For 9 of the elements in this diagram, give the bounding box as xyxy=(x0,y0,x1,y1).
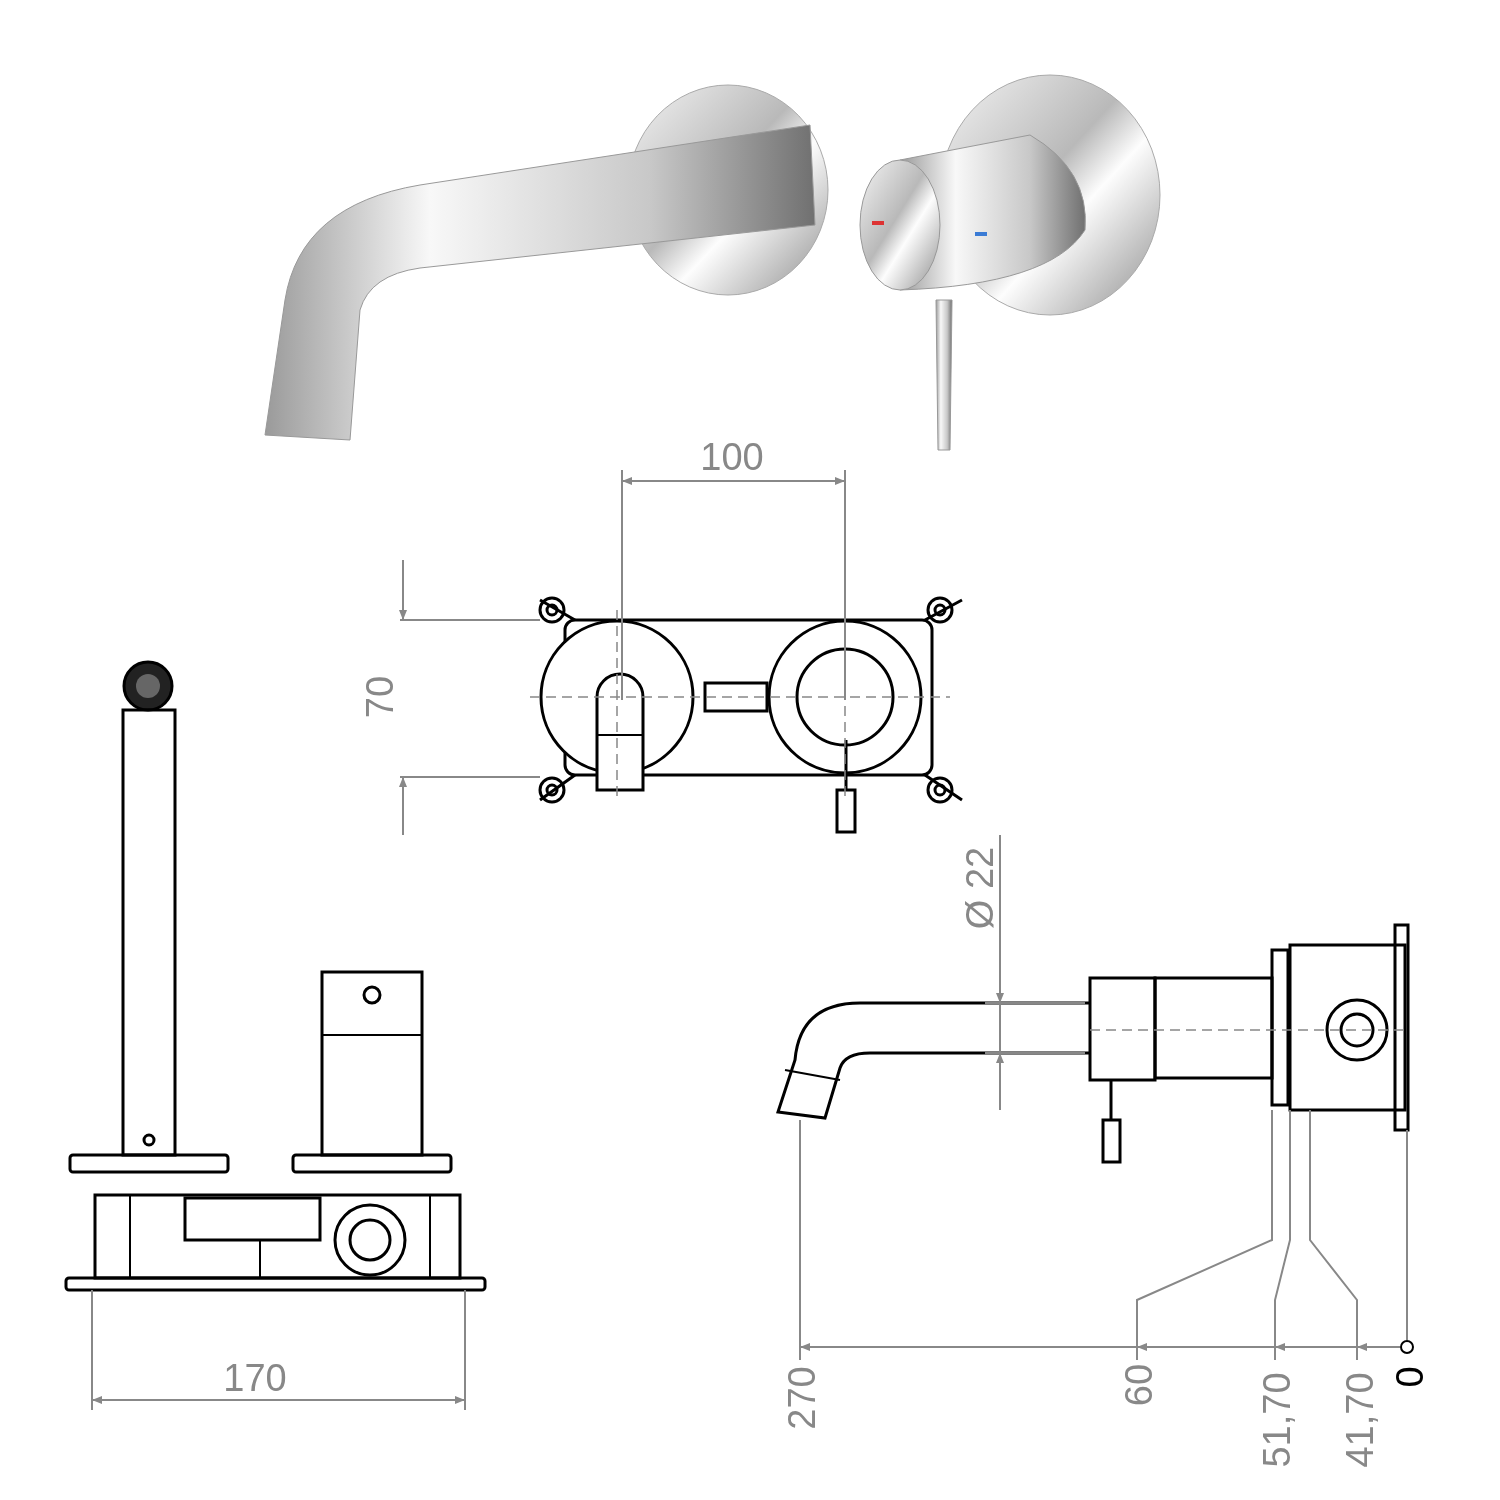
dimension-label: Ø 22 xyxy=(961,846,999,930)
dimension-label: 100 xyxy=(700,438,764,476)
dimension-label: 41,70 xyxy=(1341,1372,1379,1468)
dimension-label: 60 xyxy=(1120,1363,1158,1407)
dimension-label: 70 xyxy=(361,675,399,719)
dimension-label: 170 xyxy=(223,1359,287,1397)
dimension-label: 51,70 xyxy=(1258,1372,1296,1468)
dimension-label: 270 xyxy=(783,1366,821,1430)
dimension-label: 0 xyxy=(1391,1366,1429,1388)
